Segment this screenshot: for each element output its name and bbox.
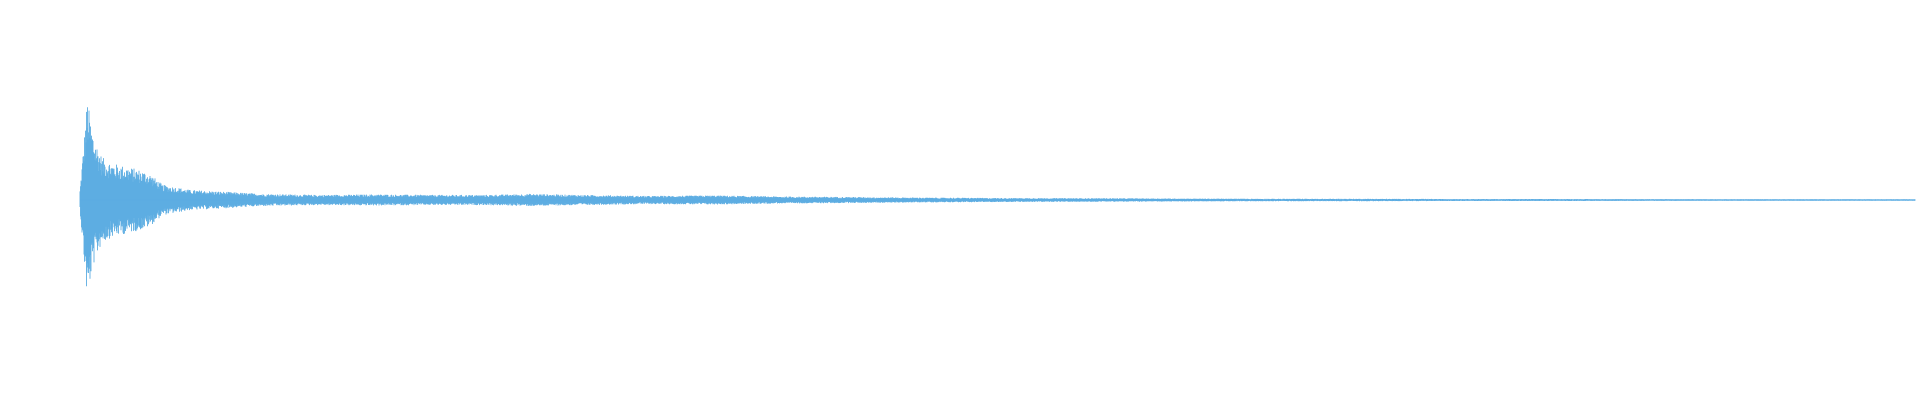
- waveform-trace: [79, 107, 1916, 287]
